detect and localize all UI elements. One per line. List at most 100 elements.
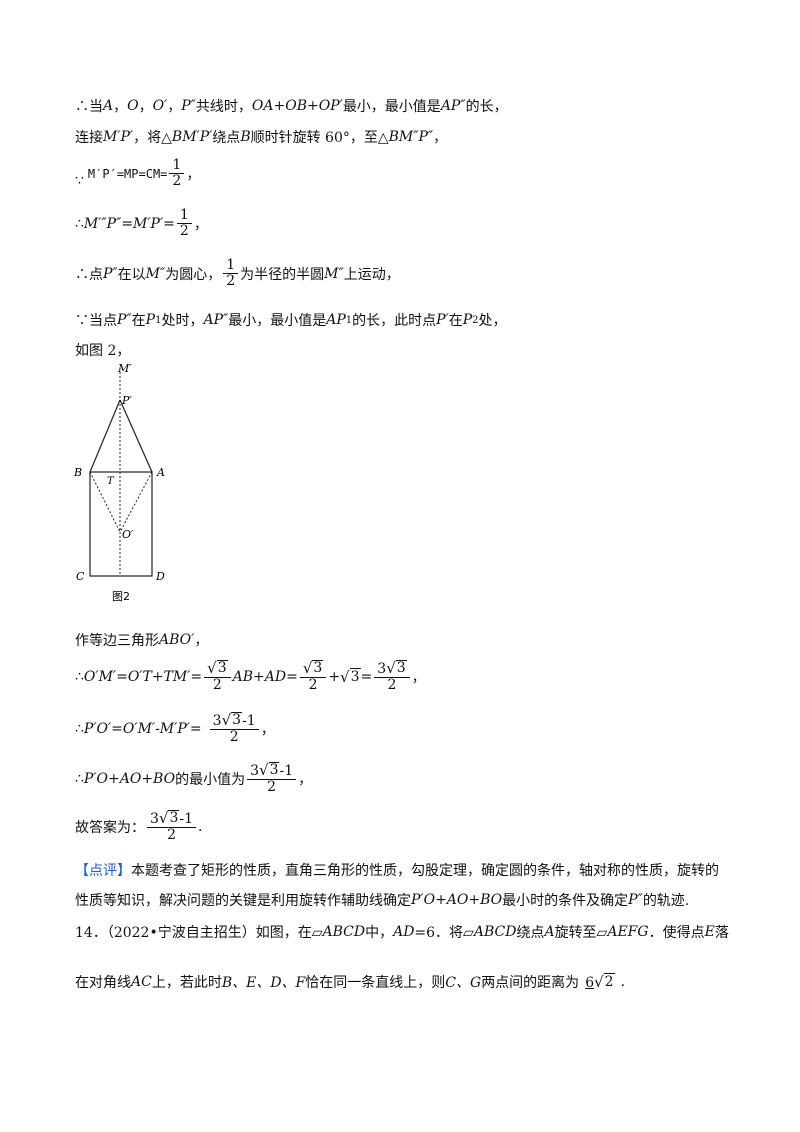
text: 14．（2022•宁波自主招生）如图，在▱ — [75, 925, 323, 941]
expression: P′O+AO+BO — [83, 770, 176, 787]
subscript: 1 — [155, 314, 162, 326]
text: 性质等知识，解决问题的关键是利用旋转作辅助线确定 — [75, 893, 411, 909]
figure-caption: 图2 — [112, 590, 130, 603]
var-p-double-prime: P″ — [181, 98, 196, 114]
text: ∴当 — [75, 99, 103, 115]
fraction: 3√3-1 2 — [209, 712, 259, 746]
solution-line-7: 如图 2， — [75, 340, 130, 360]
var-o-prime: O′ — [152, 98, 168, 114]
minus-one: -1 — [242, 713, 256, 729]
text: 最小时的条件及确定 — [502, 893, 629, 909]
expression: OA+OB+OP′ — [251, 98, 343, 114]
solution-line-10: ∴ P′O′=O′M′-M′P′= 3√3-1 2 ， — [75, 712, 275, 746]
text: ， — [260, 721, 275, 738]
problem-14-line-1: 14．（2022•宁波自主招生）如图，在▱ ABCD 中， AD =6．将▱ A… — [75, 922, 729, 942]
text: 为圆心， — [165, 266, 222, 283]
text: 作等边三角形 — [75, 633, 159, 649]
text: 绕点 — [516, 925, 545, 941]
solution-line-3: ∵ M′P′=MP=CM= 1 2 ， — [75, 157, 200, 190]
text: 在对角线 — [75, 975, 131, 991]
equals-sign: = — [360, 668, 373, 685]
comment-line-1: 【点评】 本题考查了矩形的性质，直角三角形的性质，勾股定理，确定圆的条件，轴对称… — [75, 860, 719, 880]
figure-2: M′ P′ B A T O′ C D 图2 — [70, 360, 190, 614]
answer-coefficient: 6 — [585, 975, 595, 991]
fraction: 3√3-1 2 — [147, 810, 197, 844]
text: . — [620, 974, 626, 990]
coefficient: 3 — [250, 763, 259, 779]
label-p: P′ — [121, 394, 132, 407]
text: 本题考查了矩形的性质，直角三角形的性质，勾股定理，确定圆的条件，轴对称的性质，旋… — [131, 863, 719, 879]
var-p-double-prime: P″ — [628, 892, 643, 908]
segment-ap — [119, 399, 153, 473]
expression: P′O′=O′M′-M′P′= — [83, 720, 202, 737]
var-p-prime: P′ — [436, 312, 449, 328]
text: ， — [193, 216, 208, 233]
radicand: 3 — [231, 712, 243, 728]
var-p: P — [462, 312, 473, 328]
numerator: √3 — [204, 660, 231, 679]
expression: M′″P″=M′P′= — [83, 215, 175, 232]
radicand: 3 — [168, 810, 180, 826]
text: ， — [113, 99, 128, 115]
denominator: 2 — [387, 677, 397, 694]
plus-sign: + — [328, 668, 341, 685]
rectangle-abcd — [89, 471, 153, 577]
text: 的最小值为 — [175, 771, 246, 788]
text: ， — [138, 99, 153, 115]
expression: ABO′ — [159, 632, 195, 648]
numerator: √3 — [299, 660, 327, 679]
expression: C、G — [445, 975, 482, 991]
text: 在 — [131, 313, 146, 329]
sqrt: √2 — [594, 973, 615, 991]
therefore-symbol: ∴ — [75, 215, 84, 232]
expression: O′M′=O′T+TM′= — [83, 668, 203, 685]
text: =6．将▱ — [414, 925, 474, 941]
denominator: 2 — [267, 779, 277, 796]
text: 的长，此时点 — [352, 313, 437, 329]
therefore-symbol: ∴ — [75, 668, 84, 685]
subscript: 2 — [472, 314, 479, 326]
fraction-sqrt3-over-2: √3 2 — [204, 660, 231, 694]
var-p: P — [145, 312, 156, 328]
radicand: 3 — [395, 660, 407, 676]
text: ．使得点 — [648, 925, 705, 941]
geometry-diagram: M′ P′ B A T O′ C D 图2 — [73, 362, 165, 603]
var-a: A — [103, 98, 114, 114]
label-d: D — [155, 570, 165, 583]
label-t: T — [107, 476, 115, 487]
var-p-double-prime: P″ — [103, 265, 118, 282]
fraction-3sqrt3-over-2: 3√3 2 — [374, 660, 410, 694]
fraction: 3√3-1 2 — [247, 762, 297, 796]
label-m: M′ — [117, 362, 132, 375]
text: 恰在同一条直线上，则 — [305, 975, 446, 991]
text: 绕点 — [212, 130, 241, 146]
comment-line-2: 性质等知识，解决问题的关键是利用旋转作辅助线确定 P′O+AO+BO 最小时的条… — [75, 890, 689, 910]
solution-line-8: 作等边三角形 ABO′ ， — [75, 630, 208, 650]
text: 中， — [365, 925, 394, 941]
denominator: 2 — [212, 677, 222, 694]
solution-line-11: ∴ P′O+AO+BO 的最小值为 3√3-1 2 ， — [75, 762, 312, 796]
text: 两点间的距离为 — [481, 975, 580, 991]
numerator: 1 — [169, 157, 185, 175]
text: 顺时针旋转 60°，至△ — [250, 130, 389, 146]
solution-line-9: ∴ O′M′=O′T+TM′= √3 2 AB+AD= √3 2 + √3 = … — [75, 660, 426, 694]
expression: B、E、D、F — [221, 975, 306, 991]
radicand: 3 — [349, 667, 361, 685]
denominator: 2 — [179, 223, 189, 240]
label-a: A — [156, 466, 165, 479]
text: 为半径的半圆 — [240, 266, 325, 283]
text: 旋转至▱ — [554, 925, 608, 941]
text: 的轨迹. — [642, 893, 690, 909]
var-e: E — [704, 924, 715, 940]
numerator: 1 — [176, 207, 192, 225]
text: 最小，最小值是 — [228, 313, 327, 329]
minus-one: -1 — [179, 811, 194, 827]
denominator: 2 — [226, 273, 236, 290]
var-p-double-prime: P″ — [117, 312, 132, 328]
subscript: 1 — [345, 314, 353, 326]
label-o: O′ — [122, 528, 134, 541]
text: . — [198, 818, 203, 835]
solution-line-4: ∴ M′″P″=M′P′= 1 2 ， — [75, 207, 208, 240]
text: ，将△ — [133, 130, 172, 146]
